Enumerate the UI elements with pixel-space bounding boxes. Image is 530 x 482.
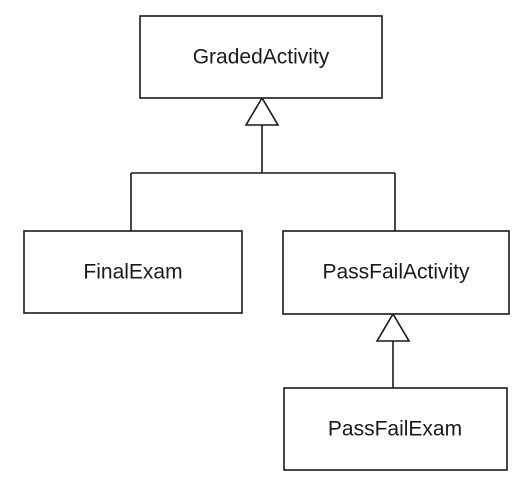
inheritance-graded-activity — [130, 96, 396, 231]
class-box — [139, 15, 383, 99]
class-final-exam: FinalExam — [23, 230, 243, 314]
class-pass-fail-exam: PassFailExam — [283, 387, 508, 471]
class-box — [23, 230, 243, 314]
inheritance-arrowhead — [244, 96, 280, 126]
class-box — [282, 230, 510, 315]
class-name: FinalExam — [83, 261, 182, 284]
class-name: GradedActivity — [193, 46, 330, 69]
inheritance-pass-fail-activity — [375, 312, 411, 388]
class-name: PassFailExam — [328, 418, 462, 441]
class-pass-fail-activity: PassFailActivity — [282, 230, 510, 315]
class-box — [283, 387, 508, 471]
class-name: PassFailActivity — [322, 261, 470, 284]
inheritance-arrowhead — [375, 312, 411, 342]
class-graded-activity: GradedActivity — [139, 15, 383, 99]
